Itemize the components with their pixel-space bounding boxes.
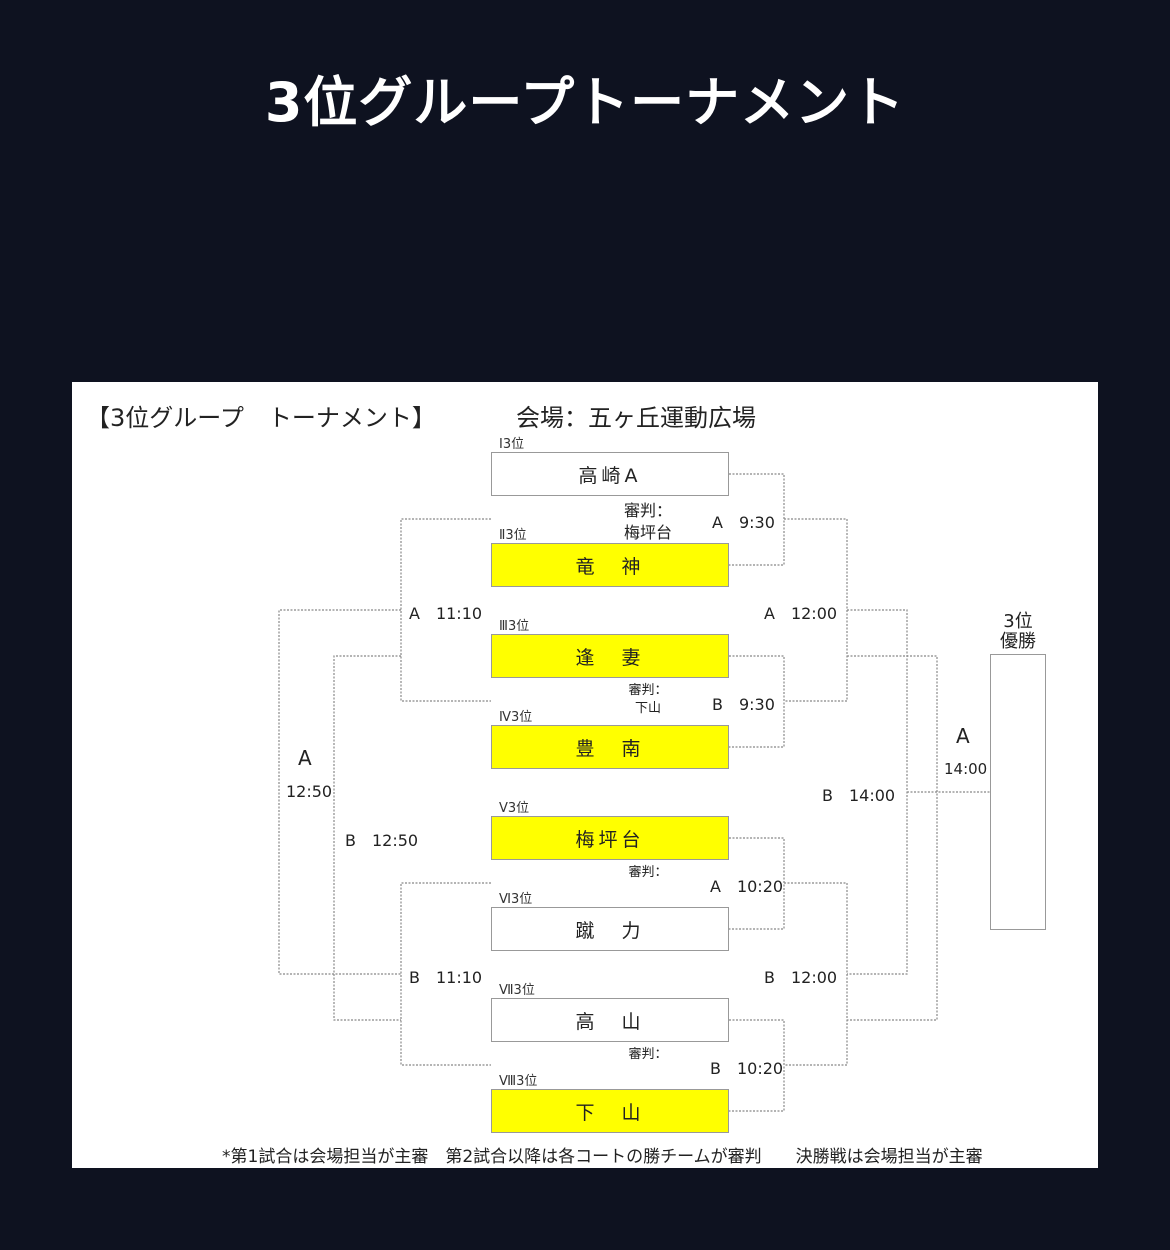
match-label: A 12:00: [764, 604, 838, 623]
referee-note: 審判：: [616, 1046, 680, 1064]
team-seed: Ⅷ3位: [499, 1074, 538, 1089]
team-box: 高崎A: [491, 452, 729, 496]
referee-note: 審判： 梅坪台: [612, 500, 684, 544]
match-label: A 9:30: [712, 513, 775, 532]
bracket-line-outer-a: [278, 609, 401, 975]
bracket-line-r1-bot-a: [729, 837, 785, 930]
team-box: 梅坪台: [491, 816, 729, 860]
referee-name: 下山: [634, 701, 661, 716]
page-title: 3位グループトーナメント: [264, 71, 906, 134]
champion-label-line2: 優勝: [1000, 631, 1036, 652]
referee-name: 梅坪台: [623, 523, 672, 542]
team-box: 下 山: [491, 1089, 729, 1133]
bracket-line-r1-top-b: [729, 655, 785, 748]
bracket-line-inner-b: [333, 655, 401, 1021]
team-seed: Ⅳ3位: [499, 710, 533, 725]
champion-box: [990, 654, 1046, 930]
champion-label-line1: 3位: [1003, 611, 1033, 632]
bracket-lines: [278, 473, 990, 1112]
match-label: B 12:50: [345, 831, 419, 850]
bracket-header-title: 【3位グループ トーナメント】: [86, 404, 436, 432]
team-box: 蹴 力: [491, 907, 729, 951]
match-label: B 10:20: [710, 1059, 784, 1078]
team-box: 豊 南: [491, 725, 729, 769]
team-box: 逢 妻: [491, 634, 729, 678]
champion-label: 3位 優勝: [990, 612, 1046, 652]
match-time: 12:50: [286, 782, 333, 801]
bracket-line-left-a: [400, 518, 491, 702]
team-box: 高 山: [491, 998, 729, 1042]
bracket-line-r1-bot-b: [729, 1019, 785, 1112]
referee-label: 審判：: [628, 1047, 668, 1062]
bracket-line-left-b: [400, 882, 491, 1066]
match-label: A 11:10: [409, 604, 483, 623]
referee-label: 審判：: [623, 501, 672, 520]
referee-label: 審判：: [628, 683, 668, 698]
match-label: B 14:00: [822, 786, 896, 805]
referee-note: 審判：: [616, 864, 680, 882]
team-seed: Ⅶ3位: [499, 983, 535, 998]
venue-label: 会場：五ヶ丘運動広場: [516, 404, 756, 432]
match-court: A: [298, 746, 312, 770]
bracket-line-r1-top-a: [729, 473, 785, 566]
footer-note: *第1試合は会場担当が主審 第2試合以降は各コートの勝チームが審判 決勝戦は会場…: [222, 1147, 983, 1167]
match-court: A: [956, 724, 970, 748]
referee-note: 審判： 下山: [616, 682, 680, 718]
match-time: 14:00: [944, 760, 988, 778]
tournament-bracket-image: 【3位グループ トーナメント】 会場：五ヶ丘運動広場 Ⅰ3位 高崎A Ⅱ3位 竜…: [72, 382, 1098, 1168]
match-label: A 10:20: [710, 877, 784, 896]
bracket-line-final-a: [847, 655, 938, 1021]
team-box: 竜 神: [491, 543, 729, 587]
team-seed: Ⅱ3位: [499, 528, 527, 543]
match-label: B 9:30: [712, 695, 775, 714]
team-seed: Ⅲ3位: [499, 619, 530, 634]
team-seed: Ⅴ3位: [499, 801, 530, 816]
team-seed: Ⅰ3位: [499, 437, 525, 452]
match-label: B 11:10: [409, 968, 483, 987]
referee-label: 審判：: [628, 865, 668, 880]
team-seed: Ⅵ3位: [499, 892, 533, 907]
match-label: B 12:00: [764, 968, 838, 987]
